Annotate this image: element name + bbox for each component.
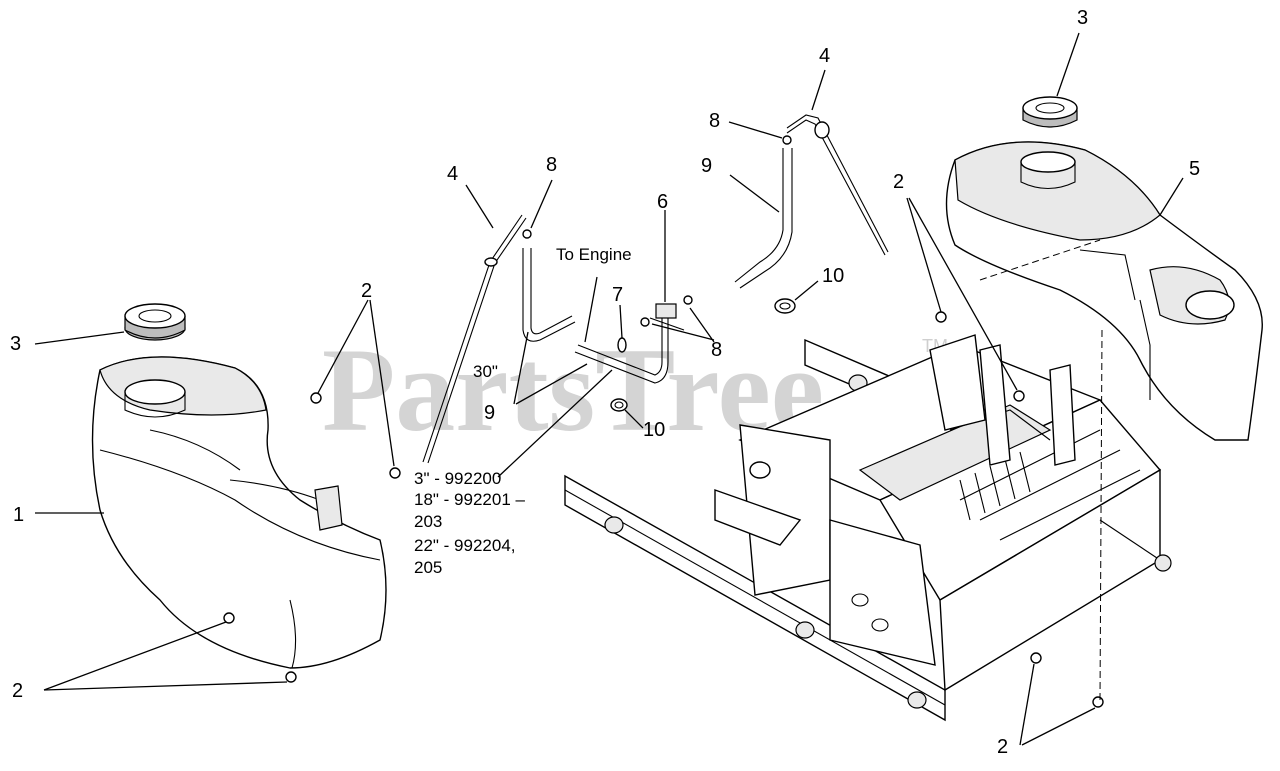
note-to-engine: To Engine <box>556 245 632 264</box>
mower-frame <box>564 334 1172 722</box>
fuel-valve <box>640 295 693 331</box>
left-fuel-cap <box>124 303 186 341</box>
clamp-right <box>774 298 796 314</box>
alignment-line <box>1099 329 1103 701</box>
callout-3: 3 <box>1077 7 1088 29</box>
alignment-line <box>979 239 1101 281</box>
callout-8: 8 <box>709 110 720 132</box>
callout-2: 2 <box>12 680 23 702</box>
right-fuel-tank <box>945 141 1263 441</box>
fuel-hose-engine <box>574 315 669 384</box>
callout-9: 9 <box>484 402 495 424</box>
leader-lines <box>34 32 1184 746</box>
vent-tube-left <box>422 214 532 464</box>
callout-4: 4 <box>447 163 458 185</box>
callout-10: 10 <box>643 419 665 441</box>
callout-6: 6 <box>657 191 668 213</box>
fuel-hose-right <box>734 148 793 289</box>
callout-9: 9 <box>701 155 712 177</box>
fuel-hose-left <box>522 248 576 342</box>
callout-10: 10 <box>822 265 844 287</box>
right-fuel-cap <box>1022 96 1078 128</box>
callout-3: 3 <box>10 333 21 355</box>
callout-1: 1 <box>13 504 24 526</box>
note-bend-angle: 30" <box>473 362 498 381</box>
vent-tube-right <box>782 114 889 256</box>
callout-8: 8 <box>546 154 557 176</box>
note-hose-3in: 3" - 992200 <box>414 469 501 488</box>
fastener-group-left <box>223 392 401 683</box>
left-fuel-tank <box>91 356 387 669</box>
note-hose-18in: 18" - 992201 – <box>414 490 526 509</box>
callout-5: 5 <box>1189 158 1200 180</box>
note-hose-22in: 22" - 992204, <box>414 536 516 555</box>
callout-8: 8 <box>711 339 722 361</box>
callout-2: 2 <box>361 280 372 302</box>
callout-2: 2 <box>997 736 1008 758</box>
callout-7: 7 <box>612 284 623 306</box>
fastener-group-right <box>935 311 1104 708</box>
callout-4: 4 <box>819 45 830 67</box>
note-hose-18in-cont: 203 <box>414 512 442 531</box>
note-hose-22in-cont: 205 <box>414 558 442 577</box>
callout-2: 2 <box>893 171 904 193</box>
